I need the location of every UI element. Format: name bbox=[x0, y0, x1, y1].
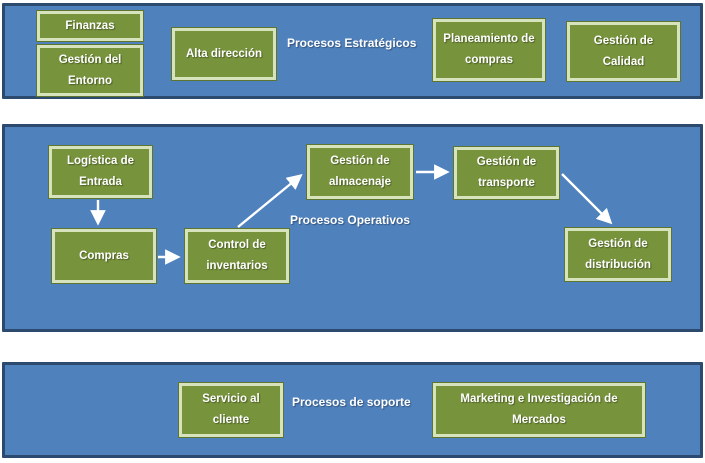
box-gestion-de-almacenaje: Gestión de almacenaje bbox=[307, 145, 413, 199]
box-control-de-inventarios: Control de inventarios bbox=[185, 229, 289, 283]
box-gestion-del-entorno: Gestión del Entorno bbox=[37, 45, 143, 96]
box-alta-direccion: Alta dirección bbox=[172, 28, 276, 80]
label-procesos-estrategicos: Procesos Estratégicos bbox=[287, 36, 417, 50]
box-marketing-investigacion-mercados: Marketing e Investigación de Mercados bbox=[433, 383, 645, 437]
box-gestion-de-calidad: Gestión de Calidad bbox=[567, 22, 680, 81]
box-planeamiento-de-compras: Planeamiento de compras bbox=[433, 19, 545, 81]
box-compras: Compras bbox=[52, 229, 156, 283]
box-gestion-de-distribucion: Gestión de distribución bbox=[565, 228, 671, 281]
box-gestion-de-transporte: Gestión de transporte bbox=[454, 147, 559, 199]
label-procesos-soporte: Procesos de soporte bbox=[292, 395, 411, 409]
box-finanzas: Finanzas bbox=[37, 11, 143, 41]
label-procesos-operativos: Procesos Operativos bbox=[290, 213, 411, 227]
box-servicio-al-cliente: Servicio al cliente bbox=[179, 383, 283, 437]
box-logistica-de-entrada: Logística de Entrada bbox=[49, 146, 152, 198]
